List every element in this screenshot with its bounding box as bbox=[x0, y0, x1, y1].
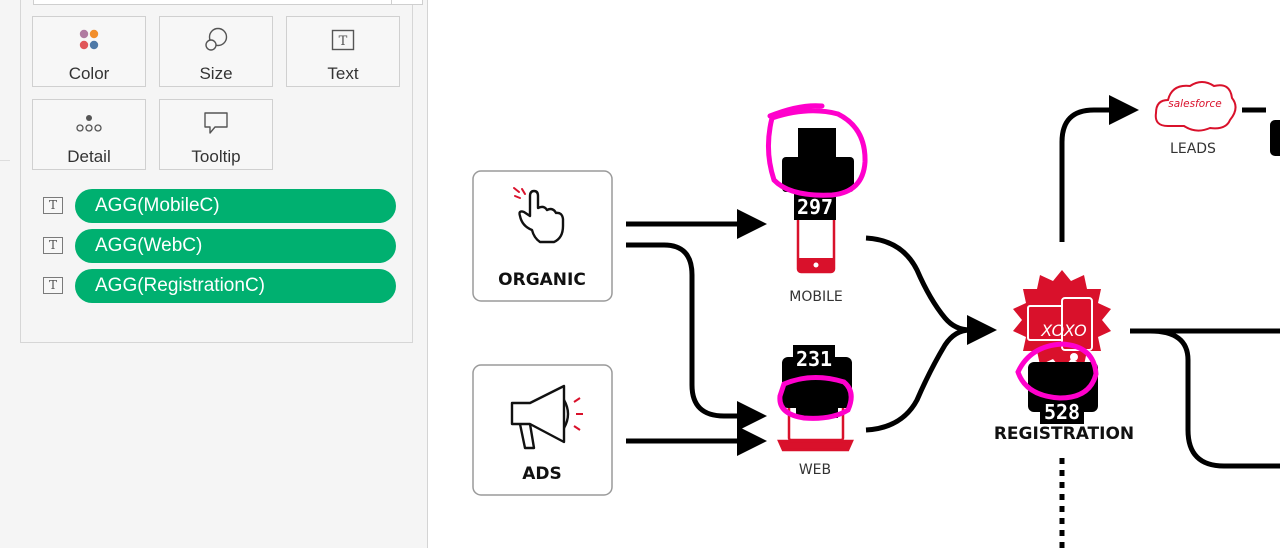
organic-label: ORGANIC bbox=[498, 270, 586, 290]
salesforce-logo-text: salesforce bbox=[1168, 98, 1221, 110]
tooltip-button[interactable]: Tooltip bbox=[159, 99, 273, 170]
text-button[interactable]: T Text bbox=[286, 16, 400, 87]
color-button[interactable]: Color bbox=[32, 16, 146, 87]
marks-panel: Color Size T Text bbox=[0, 0, 428, 548]
size-button[interactable]: Size bbox=[159, 16, 273, 87]
text-type-icon[interactable]: T bbox=[43, 277, 63, 294]
color-icon bbox=[33, 27, 145, 53]
size-icon bbox=[160, 27, 272, 53]
mark-type-dropdown[interactable] bbox=[33, 0, 423, 5]
flow-diagram: ORGANIC ADS 297 bbox=[472, 81, 1280, 548]
registration-label: REGISTRATION bbox=[994, 424, 1134, 444]
organic-node: ORGANIC bbox=[472, 170, 613, 302]
salesforce-cloud-icon bbox=[1154, 81, 1237, 132]
redaction-block bbox=[782, 128, 854, 192]
color-button-label: Color bbox=[68, 64, 110, 83]
flow-connectors bbox=[626, 95, 1280, 548]
pointing-hand-icon bbox=[513, 187, 565, 244]
registration-count: 528 bbox=[1044, 400, 1080, 424]
field-pill-mobilec[interactable]: AGG(MobileC) bbox=[75, 189, 396, 223]
mobile-phone-icon bbox=[796, 201, 836, 274]
detail-button-label: Detail bbox=[67, 147, 111, 166]
mobile-node: 297 MOBILE bbox=[766, 103, 868, 305]
registration-badge-text: XOXO bbox=[1040, 321, 1087, 340]
svg-text:T: T bbox=[339, 34, 348, 49]
annotation-circle bbox=[766, 103, 868, 198]
web-count: 231 bbox=[796, 347, 832, 371]
annotation-circle bbox=[1015, 341, 1099, 401]
leads-label: LEADS bbox=[1170, 141, 1216, 157]
registration-node: XOXO 528 REGISTRATION bbox=[994, 270, 1134, 444]
text-icon: T bbox=[287, 27, 399, 53]
text-type-icon[interactable]: T bbox=[43, 197, 63, 214]
leads-node: salesforce LEADS bbox=[1154, 81, 1237, 157]
field-row-registrationc: T AGG(RegistrationC) bbox=[43, 269, 397, 303]
web-count-badge bbox=[793, 345, 835, 371]
web-label: WEB bbox=[799, 462, 831, 478]
mobile-label: MOBILE bbox=[789, 289, 842, 305]
detail-icon bbox=[33, 110, 145, 136]
field-pill-webc[interactable]: AGG(WebC) bbox=[75, 229, 396, 263]
registration-count-badge bbox=[1040, 400, 1084, 424]
annotation-circle bbox=[777, 375, 854, 421]
ads-node: ADS bbox=[472, 364, 613, 496]
flow-canvas: ORGANIC ADS 297 bbox=[428, 0, 1280, 548]
tooltip-button-label: Tooltip bbox=[191, 147, 241, 166]
redaction-block bbox=[1028, 362, 1098, 412]
mobile-count: 297 bbox=[797, 195, 833, 219]
text-button-label: Text bbox=[327, 64, 359, 83]
web-node: 231 WEB bbox=[777, 345, 854, 478]
divider bbox=[0, 160, 10, 161]
ads-label: ADS bbox=[522, 464, 562, 484]
megaphone-icon bbox=[510, 384, 583, 450]
offscreen-node bbox=[1270, 120, 1280, 156]
tooltip-icon bbox=[160, 110, 272, 136]
detail-button[interactable]: Detail bbox=[32, 99, 146, 170]
field-row-webc: T AGG(WebC) bbox=[43, 229, 397, 263]
field-row-mobilec: T AGG(MobileC) bbox=[43, 189, 397, 223]
text-type-icon[interactable]: T bbox=[43, 237, 63, 254]
size-button-label: Size bbox=[199, 64, 233, 83]
field-pill-registrationc[interactable]: AGG(RegistrationC) bbox=[75, 269, 396, 303]
marks-card: Color Size T Text bbox=[20, 0, 423, 343]
devices-icon bbox=[1027, 297, 1093, 351]
